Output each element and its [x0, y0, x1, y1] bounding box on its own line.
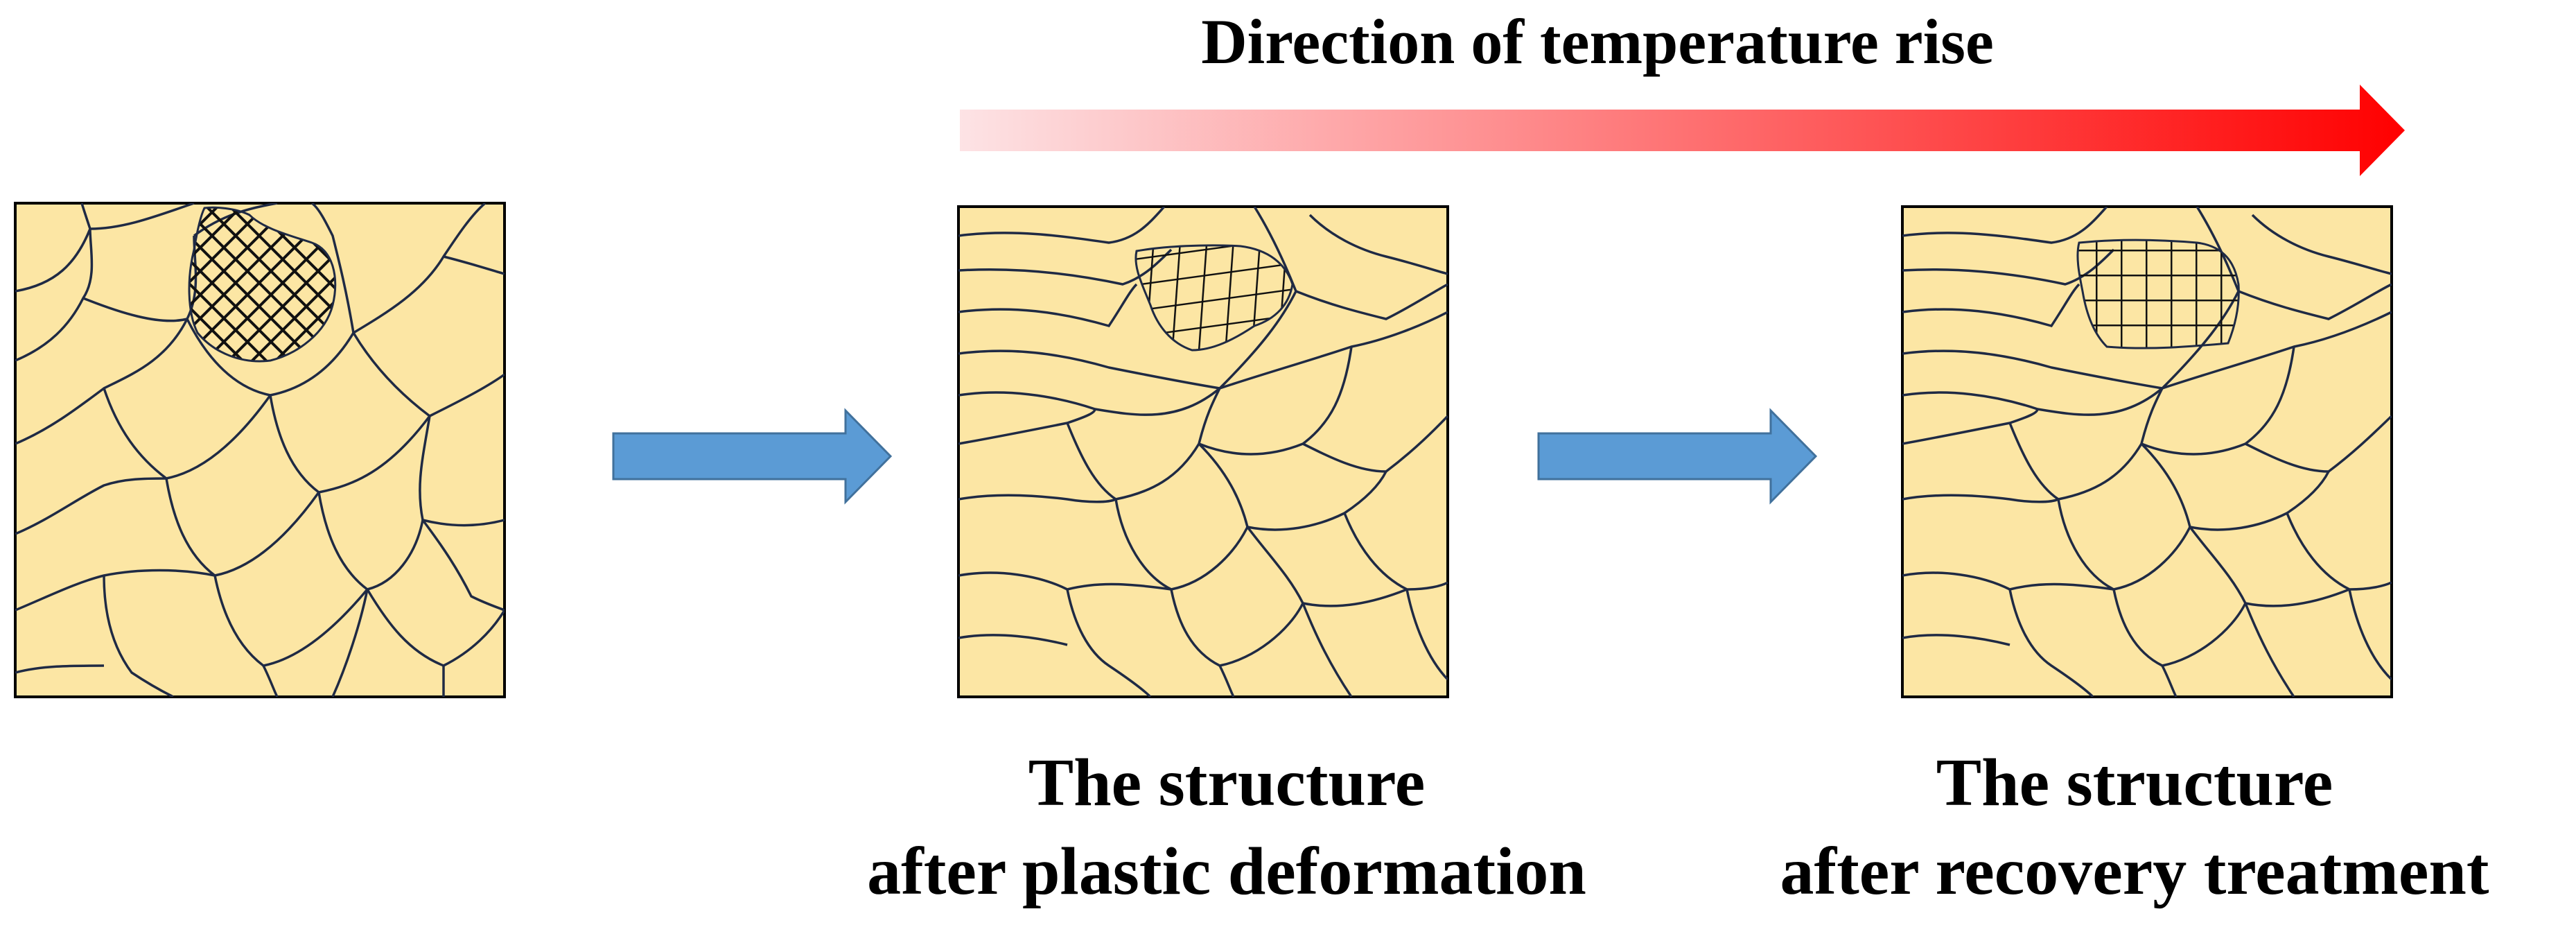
initial-structure-panel [14, 202, 506, 698]
caption-plastic-deformation: The structure after plastic deformation [748, 738, 1705, 916]
grain-boundaries [1902, 207, 2392, 697]
grain-boundaries [15, 203, 505, 697]
caption-line-1: The structure [1936, 745, 2333, 820]
caption-recovery-treatment: The structure after recovery treatment [1691, 738, 2576, 916]
caption-line-2: after plastic deformation [867, 834, 1586, 909]
recovery-treatment-panel [1901, 205, 2393, 698]
temperature-rise-arrow [960, 85, 2405, 176]
hatched-grain [2076, 239, 2240, 349]
grain-boundaries [958, 207, 1448, 697]
temperature-direction-title: Direction of temperature rise [1201, 6, 1994, 77]
plastic-deformation-panel [957, 205, 1449, 698]
process-arrow-1 [612, 408, 893, 505]
caption-line-2: after recovery treatment [1780, 834, 2489, 909]
caption-line-1: The structure [1028, 745, 1426, 820]
process-arrow-2 [1537, 408, 1818, 505]
hatched-grain [1134, 244, 1294, 352]
hatched-grain [188, 206, 337, 363]
